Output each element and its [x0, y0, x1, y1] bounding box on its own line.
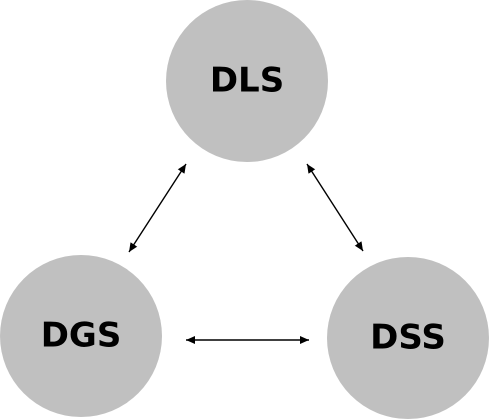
- node-dgs-circle: [0, 255, 162, 417]
- arrow-dls-dss: [306, 163, 364, 252]
- node-dls-circle: [166, 0, 328, 162]
- node-dgs-label: DGS: [41, 316, 122, 356]
- node-dss-circle: [327, 257, 489, 419]
- node-dss-label: DSS: [370, 318, 446, 358]
- node-dls: DLS: [166, 0, 328, 162]
- node-dss: DSS: [327, 257, 489, 419]
- node-dgs: DGS: [0, 255, 162, 417]
- arrow-dls-dgs: [128, 163, 187, 253]
- node-dls-label: DLS: [210, 61, 284, 101]
